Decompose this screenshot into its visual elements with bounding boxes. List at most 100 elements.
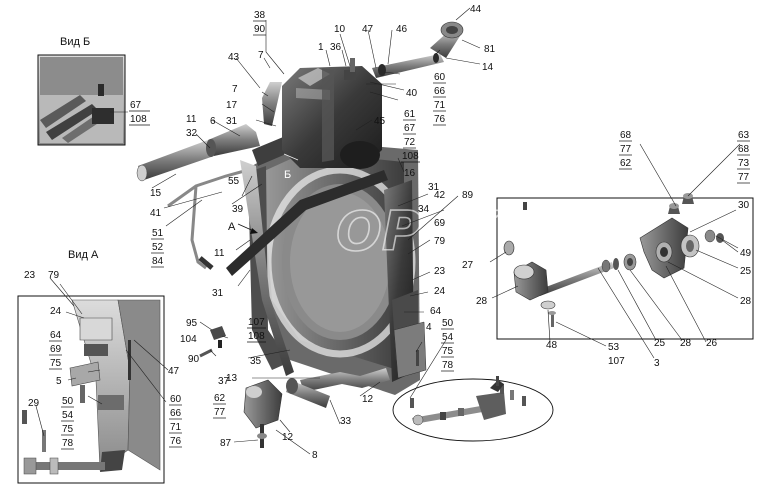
inset-view-b: Вид Б [37, 36, 128, 146]
svg-text:68: 68 [620, 130, 632, 141]
svg-text:60: 60 [170, 394, 182, 405]
svg-text:50: 50 [442, 318, 454, 329]
oval-detail [392, 339, 554, 442]
label-26: 26 [706, 338, 718, 349]
label-81: 81 [484, 44, 496, 55]
svg-text:69: 69 [50, 344, 62, 355]
label-28b: 28 [680, 338, 692, 349]
label-47a: 47 [362, 24, 374, 35]
label-89: 89 [462, 190, 474, 201]
arrow-b-label: Б [284, 169, 291, 181]
label-79b: 79 [434, 236, 446, 247]
svg-text:54: 54 [442, 332, 454, 343]
label-3: 3 [654, 358, 660, 369]
label-45: 45 [374, 116, 386, 127]
label-28a: 28 [740, 296, 752, 307]
label-13: 13 [226, 373, 238, 384]
label-29: 29 [28, 398, 40, 409]
part-number-labels: 1 3 4 5 6 7 7 8 10 11 11 12 12 13 14 15 … [24, 4, 752, 461]
grommet [503, 240, 515, 256]
washer [704, 229, 716, 243]
bottom-box [393, 321, 427, 379]
outlet-pipe [300, 368, 390, 392]
label-24b: 24 [50, 306, 62, 317]
inset-view-a: Вид А [17, 249, 165, 484]
stack-64-69-75: 64 69 75 [49, 330, 62, 370]
top-bolts [668, 193, 694, 214]
svg-text:50: 50 [62, 396, 74, 407]
lower-hose [240, 160, 294, 376]
label-14: 14 [482, 62, 494, 73]
label-15: 15 [150, 188, 162, 199]
label-31b: 31 [428, 182, 440, 193]
leader-lines [35, 7, 741, 455]
stacked-labels: 38 90 60 66 71 76 61 67 72 108 51 [49, 10, 750, 450]
stack-62-77: 62 77 [213, 393, 226, 419]
label-11a: 11 [186, 114, 197, 125]
view-a-title: Вид А [68, 249, 99, 261]
label-6: 6 [210, 116, 216, 127]
stack-60-66-71-76-view-a: 60 66 71 76 [169, 394, 182, 448]
label-17: 17 [226, 100, 238, 111]
label-11b: 11 [214, 248, 225, 259]
stack-107-108: 107 108 [247, 317, 266, 343]
svg-text:51: 51 [152, 228, 164, 239]
svg-text:71: 71 [170, 422, 182, 433]
svg-text:68: 68 [738, 144, 750, 155]
label-87: 87 [220, 438, 232, 449]
svg-text:77: 77 [620, 144, 632, 155]
label-10: 10 [334, 24, 346, 35]
label-12a: 12 [362, 394, 374, 405]
stack-60-66-71-76: 60 66 71 76 [433, 72, 446, 126]
label-28c: 28 [476, 296, 488, 307]
label-16: 16 [404, 168, 416, 179]
label-24a: 24 [434, 286, 446, 297]
label-25a: 25 [740, 266, 752, 277]
svg-text:90: 90 [254, 24, 266, 35]
svg-text:77: 77 [214, 407, 226, 418]
label-35: 35 [250, 356, 262, 367]
label-64a: 64 [430, 306, 442, 317]
svg-text:72: 72 [404, 137, 416, 148]
label-53: 53 [608, 342, 620, 353]
svg-text:76: 76 [170, 436, 182, 447]
stack-63-68-73-77: 63 68 73 77 [737, 130, 750, 184]
label-30: 30 [738, 200, 750, 211]
label-36: 36 [330, 42, 342, 53]
label-48: 48 [546, 340, 558, 351]
svg-text:61: 61 [404, 109, 416, 120]
label-79a: 79 [48, 270, 60, 281]
svg-text:67: 67 [130, 100, 142, 111]
svg-text:108: 108 [248, 331, 265, 342]
label-27: 27 [462, 260, 474, 271]
svg-text:107: 107 [248, 317, 265, 328]
label-47b: 47 [168, 366, 180, 377]
label-12b: 12 [282, 432, 294, 443]
stack-50-54-75-78-view-a: 50 54 75 78 [61, 396, 74, 450]
vent-tube [167, 168, 249, 208]
vent-hose [262, 82, 282, 126]
inset-detail-bracket [496, 193, 754, 340]
svg-text:77: 77 [738, 172, 750, 183]
svg-text:66: 66 [434, 86, 446, 97]
label-32: 32 [186, 128, 198, 139]
steam-hose [226, 170, 388, 276]
label-7a: 7 [258, 50, 264, 61]
label-4: 4 [426, 322, 432, 333]
svg-text:75: 75 [50, 358, 62, 369]
label-43: 43 [228, 52, 240, 63]
svg-text:108: 108 [130, 114, 147, 125]
stack-51-52-84: 51 52 84 [151, 228, 164, 268]
stack-50-54-75-78-main: 50 54 75 78 [441, 318, 454, 372]
svg-text:66: 66 [170, 408, 182, 419]
label-90: 90 [188, 354, 200, 365]
upper-hose [138, 140, 214, 180]
tank-cap-end [340, 141, 380, 169]
label-5: 5 [56, 376, 62, 387]
view-b-tank-shadow [40, 57, 123, 97]
svg-text:73: 73 [738, 158, 750, 169]
arrow-a-label: А [228, 221, 236, 233]
label-107: 107 [608, 356, 625, 367]
label-55: 55 [228, 176, 240, 187]
